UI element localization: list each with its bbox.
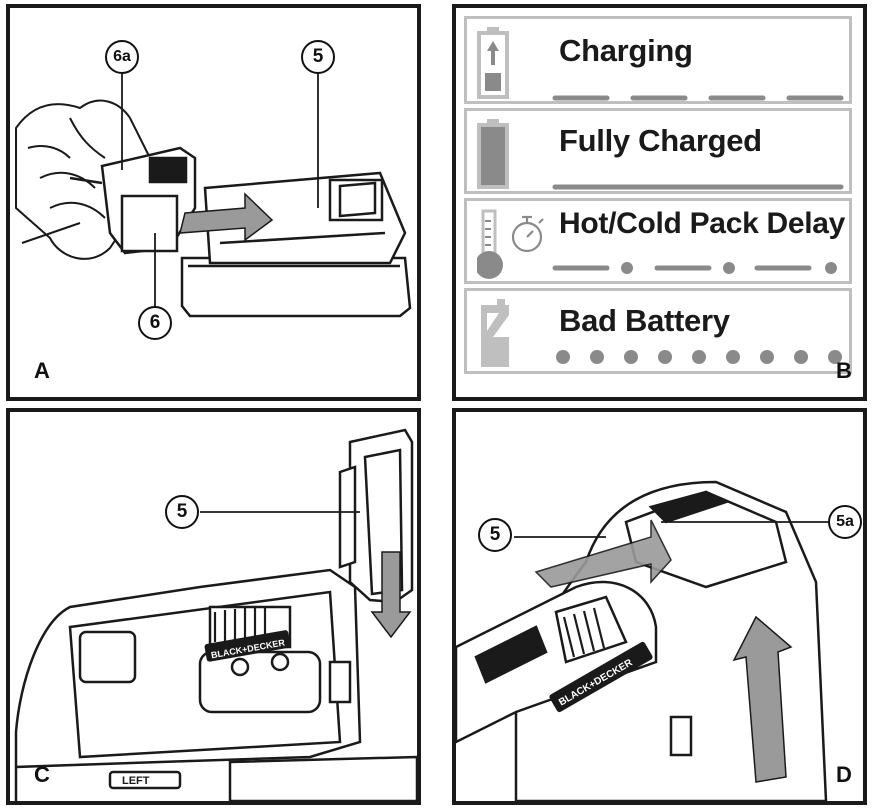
insert-arrow bbox=[179, 192, 274, 242]
legend-row-charging: Charging bbox=[464, 16, 852, 104]
panel-a: 6a 5 6 A bbox=[6, 4, 421, 401]
insert-down-arrow bbox=[370, 551, 412, 639]
battery-pack-drawing bbox=[338, 428, 414, 604]
switch-text: LEFT bbox=[122, 775, 150, 787]
stopwatch-icon bbox=[511, 215, 544, 253]
legend-row-bad-battery: Bad Battery bbox=[464, 288, 852, 374]
battery-bad-icon bbox=[481, 299, 509, 367]
tool-handle-drawing bbox=[456, 580, 658, 744]
remove-up-arrow bbox=[732, 615, 793, 783]
panel-letter-b: B bbox=[836, 358, 852, 383]
indicator-solid bbox=[552, 184, 844, 190]
indicator-dashes bbox=[552, 95, 844, 101]
indicator-dash-dot bbox=[552, 262, 837, 274]
callout-5: 5 bbox=[478, 518, 512, 552]
label-charging: Charging bbox=[559, 33, 693, 68]
battery-removal-illustration: BLACK+DECKER bbox=[456, 480, 836, 801]
callout-5: 5 bbox=[165, 495, 199, 529]
callout-6a: 6a bbox=[105, 40, 139, 74]
panel-letter-d: D bbox=[836, 762, 852, 787]
brand-strip bbox=[204, 630, 291, 662]
panel-letter-c: C bbox=[34, 762, 50, 787]
battery-full-icon bbox=[477, 119, 509, 189]
thermometer-icon bbox=[477, 209, 544, 279]
label-bad-battery: Bad Battery bbox=[559, 303, 730, 338]
battery-charging-icon bbox=[477, 27, 509, 99]
callout-5: 5 bbox=[301, 40, 335, 74]
label-fully-charged: Fully Charged bbox=[559, 123, 762, 158]
charger-drawing bbox=[21, 146, 197, 255]
battery-insert-tool-illustration: BLACK+DECKER LEFT bbox=[14, 428, 417, 801]
panel-d: BLACK+DECKER 5 5a D bbox=[452, 408, 867, 805]
panel-c: BLACK+DECKER LEFT 5 C bbox=[6, 408, 421, 805]
charger-insertion-illustration bbox=[15, 70, 412, 318]
release-arrow bbox=[534, 519, 672, 588]
brand-strip bbox=[549, 641, 653, 713]
legend-row-hot-cold: Hot/Cold Pack Delay bbox=[464, 198, 852, 284]
indicator-dots bbox=[556, 350, 842, 364]
legend-row-fully-charged: Fully Charged bbox=[464, 108, 852, 194]
callout-5a: 5a bbox=[828, 505, 862, 539]
panel-b-led-legend: Charging Fully Charged bbox=[452, 4, 867, 401]
tool-body-drawing bbox=[14, 568, 417, 801]
label-hot-cold: Hot/Cold Pack Delay bbox=[559, 207, 846, 240]
callout-6: 6 bbox=[138, 306, 172, 340]
panel-letter-a: A bbox=[34, 358, 50, 383]
battery-pack-drawing bbox=[180, 171, 412, 318]
